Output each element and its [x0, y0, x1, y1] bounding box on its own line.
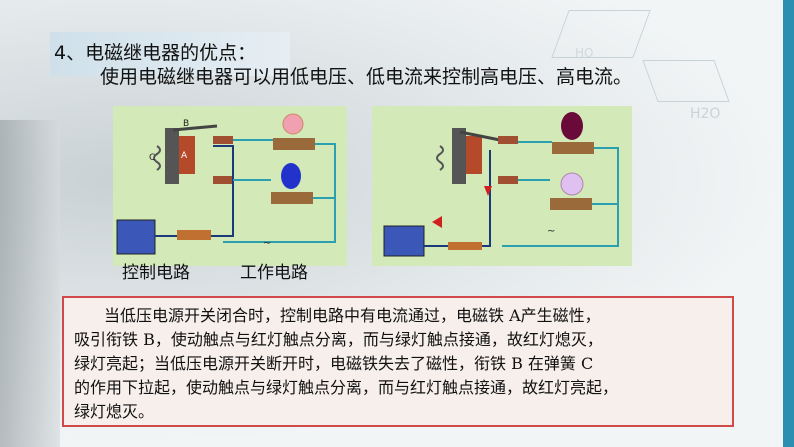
- explanation-box: 当低压电源开关闭合时，控制电路中有电流通过，电磁铁 A产生磁性， 吸引衔铁 B，…: [62, 296, 734, 427]
- work-wire: [502, 141, 619, 247]
- current-arrows: [432, 186, 492, 228]
- armature: [172, 124, 218, 132]
- relay-diagram-1: B C A ~: [113, 106, 347, 266]
- ac-symbol: ~: [263, 238, 271, 249]
- green-lamp-base: [271, 192, 313, 204]
- red-lamp-base: [273, 138, 315, 150]
- switch: [177, 230, 211, 240]
- contact-green: [213, 176, 233, 184]
- electromagnet-coil: [179, 136, 195, 174]
- spring: [153, 145, 161, 171]
- ac-symbol: ~: [547, 226, 555, 237]
- control-wire: [155, 145, 234, 237]
- background-figure: [0, 120, 60, 447]
- control-wire: [424, 150, 491, 247]
- electromagnet-coil: [466, 136, 482, 174]
- contact-red: [213, 136, 233, 144]
- red-lamp: [561, 112, 583, 140]
- relay-frame: [165, 128, 179, 184]
- spring: [436, 145, 444, 171]
- explanation-line: 绿灯熄灭。: [74, 402, 155, 421]
- explanation-line: 当低压电源开关闭合时，控制电路中有电流通过，电磁铁 A产生磁性，: [104, 306, 601, 325]
- green-lamp: [560, 172, 584, 196]
- explanation-line: 的作用下拉起，使动触点与绿灯触点分离，而与红灯触点接通，故红灯亮起，: [74, 378, 619, 397]
- label-b: B: [183, 119, 189, 129]
- hexagon-decoration: [551, 10, 651, 58]
- relay-circuit-2: ~: [383, 112, 619, 257]
- work-wire: [223, 139, 336, 243]
- green-lamp: [281, 163, 301, 189]
- explanation-line: 吸引衔铁 B，使动触点与红灯触点分离，而与绿灯触点接通，故红灯熄灭，: [74, 330, 603, 349]
- green-lamp-base: [550, 198, 592, 210]
- red-lamp: [282, 113, 304, 135]
- subtitle: 使用电磁继电器可以用低电压、低电流来控制高电压、高电流。: [100, 66, 633, 88]
- hexagon-decoration: [642, 60, 730, 102]
- red-lamp-base: [552, 142, 594, 154]
- contact-red: [498, 136, 518, 144]
- armature: [459, 130, 501, 142]
- relay-circuit-1: B C A ~: [116, 113, 336, 255]
- caption-control-circuit: 控制电路: [122, 263, 190, 283]
- switch: [448, 242, 482, 250]
- heading-text: 4、电磁继电器的优点：: [54, 42, 257, 64]
- caption-work-circuit: 工作电路: [240, 263, 308, 283]
- explanation-line: 绿灯亮起；当低压电源开关断开时，电磁铁失去了磁性，衔铁 B 在弹簧 C: [74, 354, 594, 373]
- relay-diagram-2: ~: [372, 106, 632, 266]
- label-a: A: [181, 151, 188, 161]
- relay-frame: [452, 128, 466, 184]
- label-c: C: [149, 153, 155, 163]
- battery: [383, 225, 425, 257]
- bg-formula-ho: HO: [575, 46, 594, 60]
- bg-formula-h2o: H2O: [690, 106, 721, 122]
- section-heading: 4、电磁继电器的优点：: [50, 32, 290, 76]
- battery: [116, 219, 156, 255]
- contact-green: [498, 176, 518, 184]
- accent-bar: [783, 0, 794, 447]
